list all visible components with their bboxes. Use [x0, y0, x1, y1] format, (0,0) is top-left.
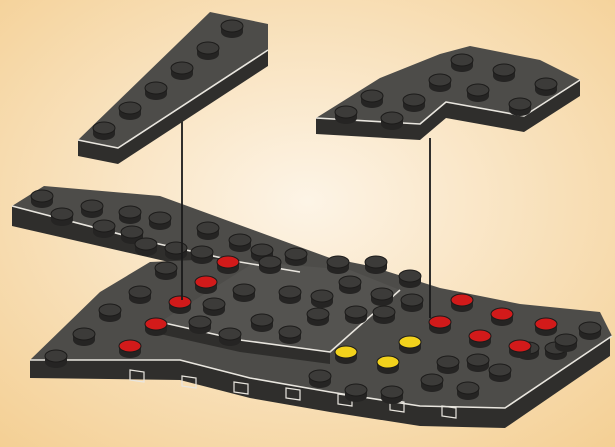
stud	[437, 356, 459, 374]
stud	[279, 326, 301, 344]
stud	[365, 256, 387, 274]
stud	[191, 246, 213, 264]
stud	[81, 200, 103, 218]
stud	[381, 386, 403, 404]
stud	[579, 322, 601, 340]
stud	[229, 234, 251, 252]
stud	[99, 304, 121, 322]
stud	[345, 384, 367, 402]
stud	[309, 370, 331, 388]
stud	[135, 238, 157, 256]
stud	[149, 212, 171, 230]
stud	[311, 290, 333, 308]
stud	[197, 222, 219, 240]
stud	[73, 328, 95, 346]
stud	[403, 94, 425, 112]
stud	[221, 20, 243, 38]
stud	[203, 298, 225, 316]
red-stud	[145, 318, 167, 336]
stud	[119, 102, 141, 120]
stud	[119, 206, 141, 224]
stud	[493, 64, 515, 82]
stud	[467, 354, 489, 372]
stud	[45, 350, 67, 368]
stud	[165, 242, 187, 260]
stud	[457, 382, 479, 400]
stud	[371, 288, 393, 306]
stud	[451, 54, 473, 72]
red-stud	[217, 256, 239, 274]
red-stud	[451, 294, 473, 312]
stud	[401, 294, 423, 312]
red-stud	[195, 276, 217, 294]
stud	[361, 90, 383, 108]
stud	[421, 374, 443, 392]
red-stud	[469, 330, 491, 348]
stud	[399, 270, 421, 288]
stud	[93, 220, 115, 238]
stud	[219, 328, 241, 346]
stud	[93, 122, 115, 140]
red-stud	[535, 318, 557, 336]
yellow-stud	[399, 336, 421, 354]
stud	[307, 308, 329, 326]
stud	[233, 284, 255, 302]
yellow-stud	[377, 356, 399, 374]
stud	[251, 314, 273, 332]
stud	[327, 256, 349, 274]
stud	[189, 316, 211, 334]
stud	[339, 276, 361, 294]
stud	[155, 262, 177, 280]
red-stud	[491, 308, 513, 326]
stud	[555, 334, 577, 352]
stud	[171, 62, 193, 80]
stud	[129, 286, 151, 304]
stud	[197, 42, 219, 60]
red-stud	[509, 340, 531, 358]
red-stud	[119, 340, 141, 358]
yellow-stud	[335, 346, 357, 364]
stud	[489, 364, 511, 382]
red-stud	[429, 316, 451, 334]
stud	[31, 190, 53, 208]
stud	[429, 74, 451, 92]
stud	[467, 84, 489, 102]
stud	[51, 208, 73, 226]
stud	[373, 306, 395, 324]
stud	[509, 98, 531, 116]
red-stud	[169, 296, 191, 314]
stud	[279, 286, 301, 304]
stud	[259, 256, 281, 274]
stud	[345, 306, 367, 324]
stud	[285, 248, 307, 266]
stud	[535, 78, 557, 96]
stud	[381, 112, 403, 130]
stud	[335, 106, 357, 124]
stud	[145, 82, 167, 100]
